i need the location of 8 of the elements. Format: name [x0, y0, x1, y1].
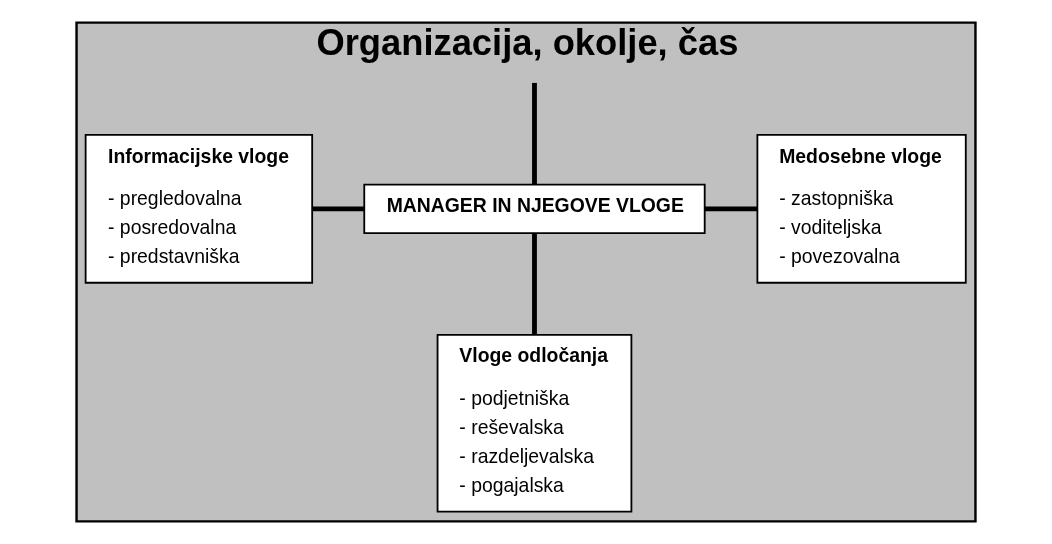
- node-box: MANAGER IN NJEGOVE VLOGE: [363, 183, 706, 234]
- connector: [312, 206, 364, 212]
- node-box: Informacijske vloge - pregledovalna - posredovalna - predstavniška: [84, 134, 314, 284]
- connector: [532, 82, 537, 185]
- connector: [704, 206, 758, 212]
- node-box: Medosebne vloge - zastopniška - voditeljska - povezovalna: [756, 134, 967, 284]
- connector: [532, 233, 537, 335]
- node-box: Vloge odločanja - podjetniška - reševalska - razdeljevalska - pogajalska: [436, 333, 633, 513]
